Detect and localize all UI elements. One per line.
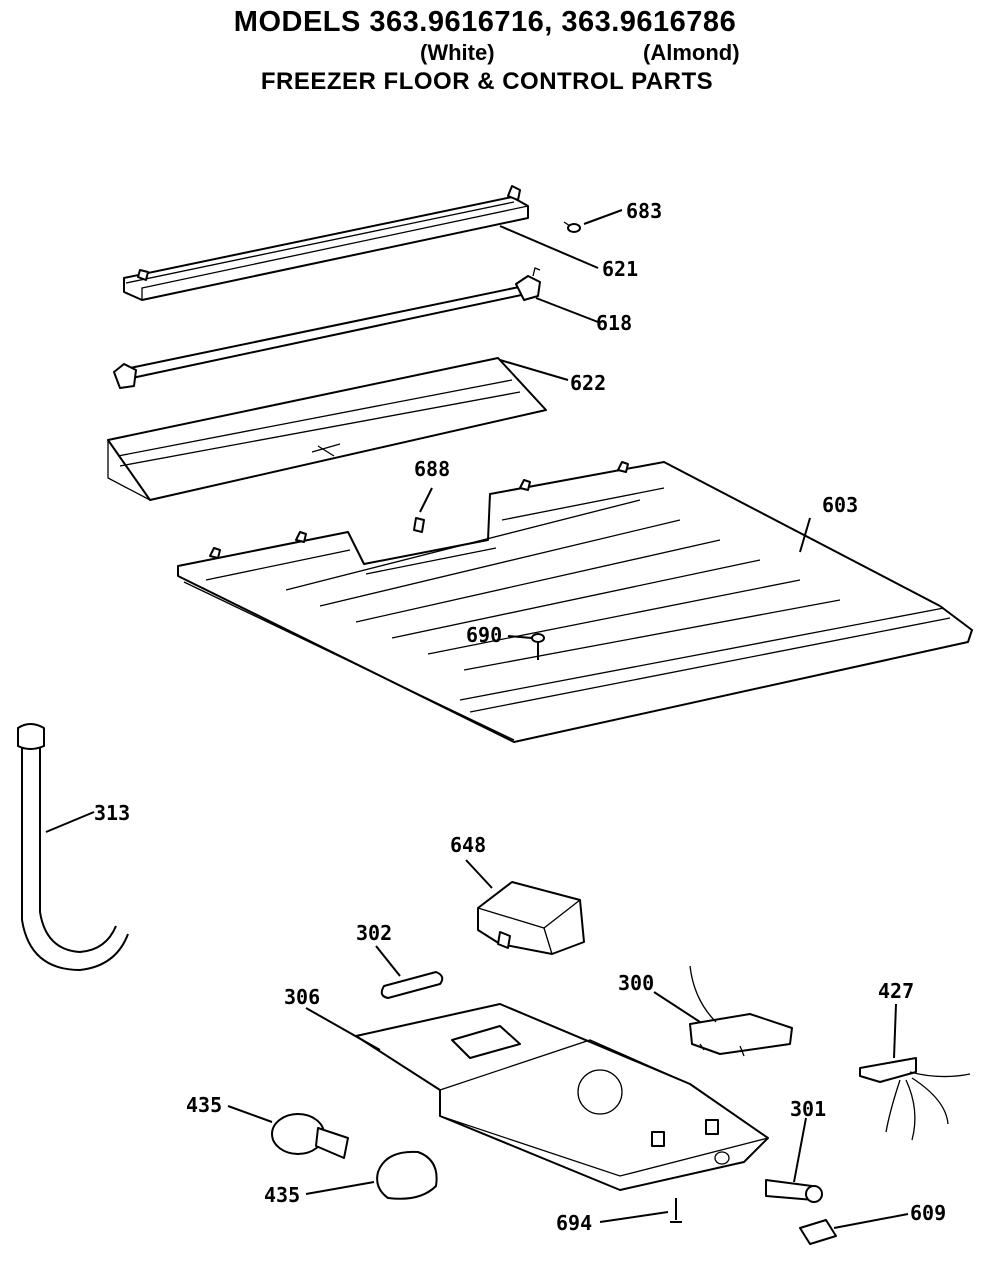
part-688-clip bbox=[413, 517, 425, 533]
part-302-tube bbox=[380, 971, 444, 999]
label-300: 300 bbox=[618, 971, 654, 995]
part-618-rod bbox=[113, 267, 541, 389]
part-683-screw bbox=[563, 221, 581, 233]
part-427-harness bbox=[859, 1057, 971, 1141]
label-683: 683 bbox=[626, 199, 662, 223]
part-694-screw bbox=[670, 1198, 682, 1223]
label-603: 603 bbox=[822, 493, 858, 517]
label-694: 694 bbox=[556, 1211, 592, 1235]
part-621-bracket bbox=[123, 185, 529, 301]
part-435-light-socket bbox=[376, 1150, 438, 1200]
color-almond-label: (Almond) bbox=[643, 40, 740, 65]
color-white-label: (White) bbox=[420, 40, 495, 65]
part-300-thermostat bbox=[689, 965, 793, 1057]
part-301-switch bbox=[765, 1179, 823, 1203]
label-648: 648 bbox=[450, 833, 486, 857]
leader-lines bbox=[45, 209, 909, 1229]
label-302: 302 bbox=[356, 921, 392, 945]
part-306-control-housing bbox=[355, 1003, 769, 1191]
label-313: 313 bbox=[94, 801, 130, 825]
label-609: 609 bbox=[910, 1201, 946, 1225]
label-435-socket: 435 bbox=[264, 1183, 300, 1207]
label-427: 427 bbox=[878, 979, 914, 1003]
diagram-title: FREEZER FLOOR & CONTROL PARTS bbox=[260, 68, 714, 95]
part-622-tray bbox=[107, 357, 547, 501]
label-690: 690 bbox=[466, 623, 502, 647]
label-621: 621 bbox=[602, 257, 638, 281]
part-313-drain-tube bbox=[17, 723, 129, 972]
part-648-defrost-timer bbox=[477, 881, 585, 955]
part-435-light-bulb bbox=[271, 1113, 349, 1159]
label-618: 618 bbox=[596, 311, 632, 335]
models-heading: MODELS 363.9616716, 363.9616786 bbox=[233, 6, 737, 38]
label-435-bulb: 435 bbox=[186, 1093, 222, 1117]
label-688: 688 bbox=[414, 457, 450, 481]
label-306: 306 bbox=[284, 985, 320, 1009]
part-603-freezer-floor bbox=[177, 461, 973, 743]
part-609-plug bbox=[799, 1219, 837, 1245]
label-622: 622 bbox=[570, 371, 606, 395]
label-301: 301 bbox=[790, 1097, 826, 1121]
